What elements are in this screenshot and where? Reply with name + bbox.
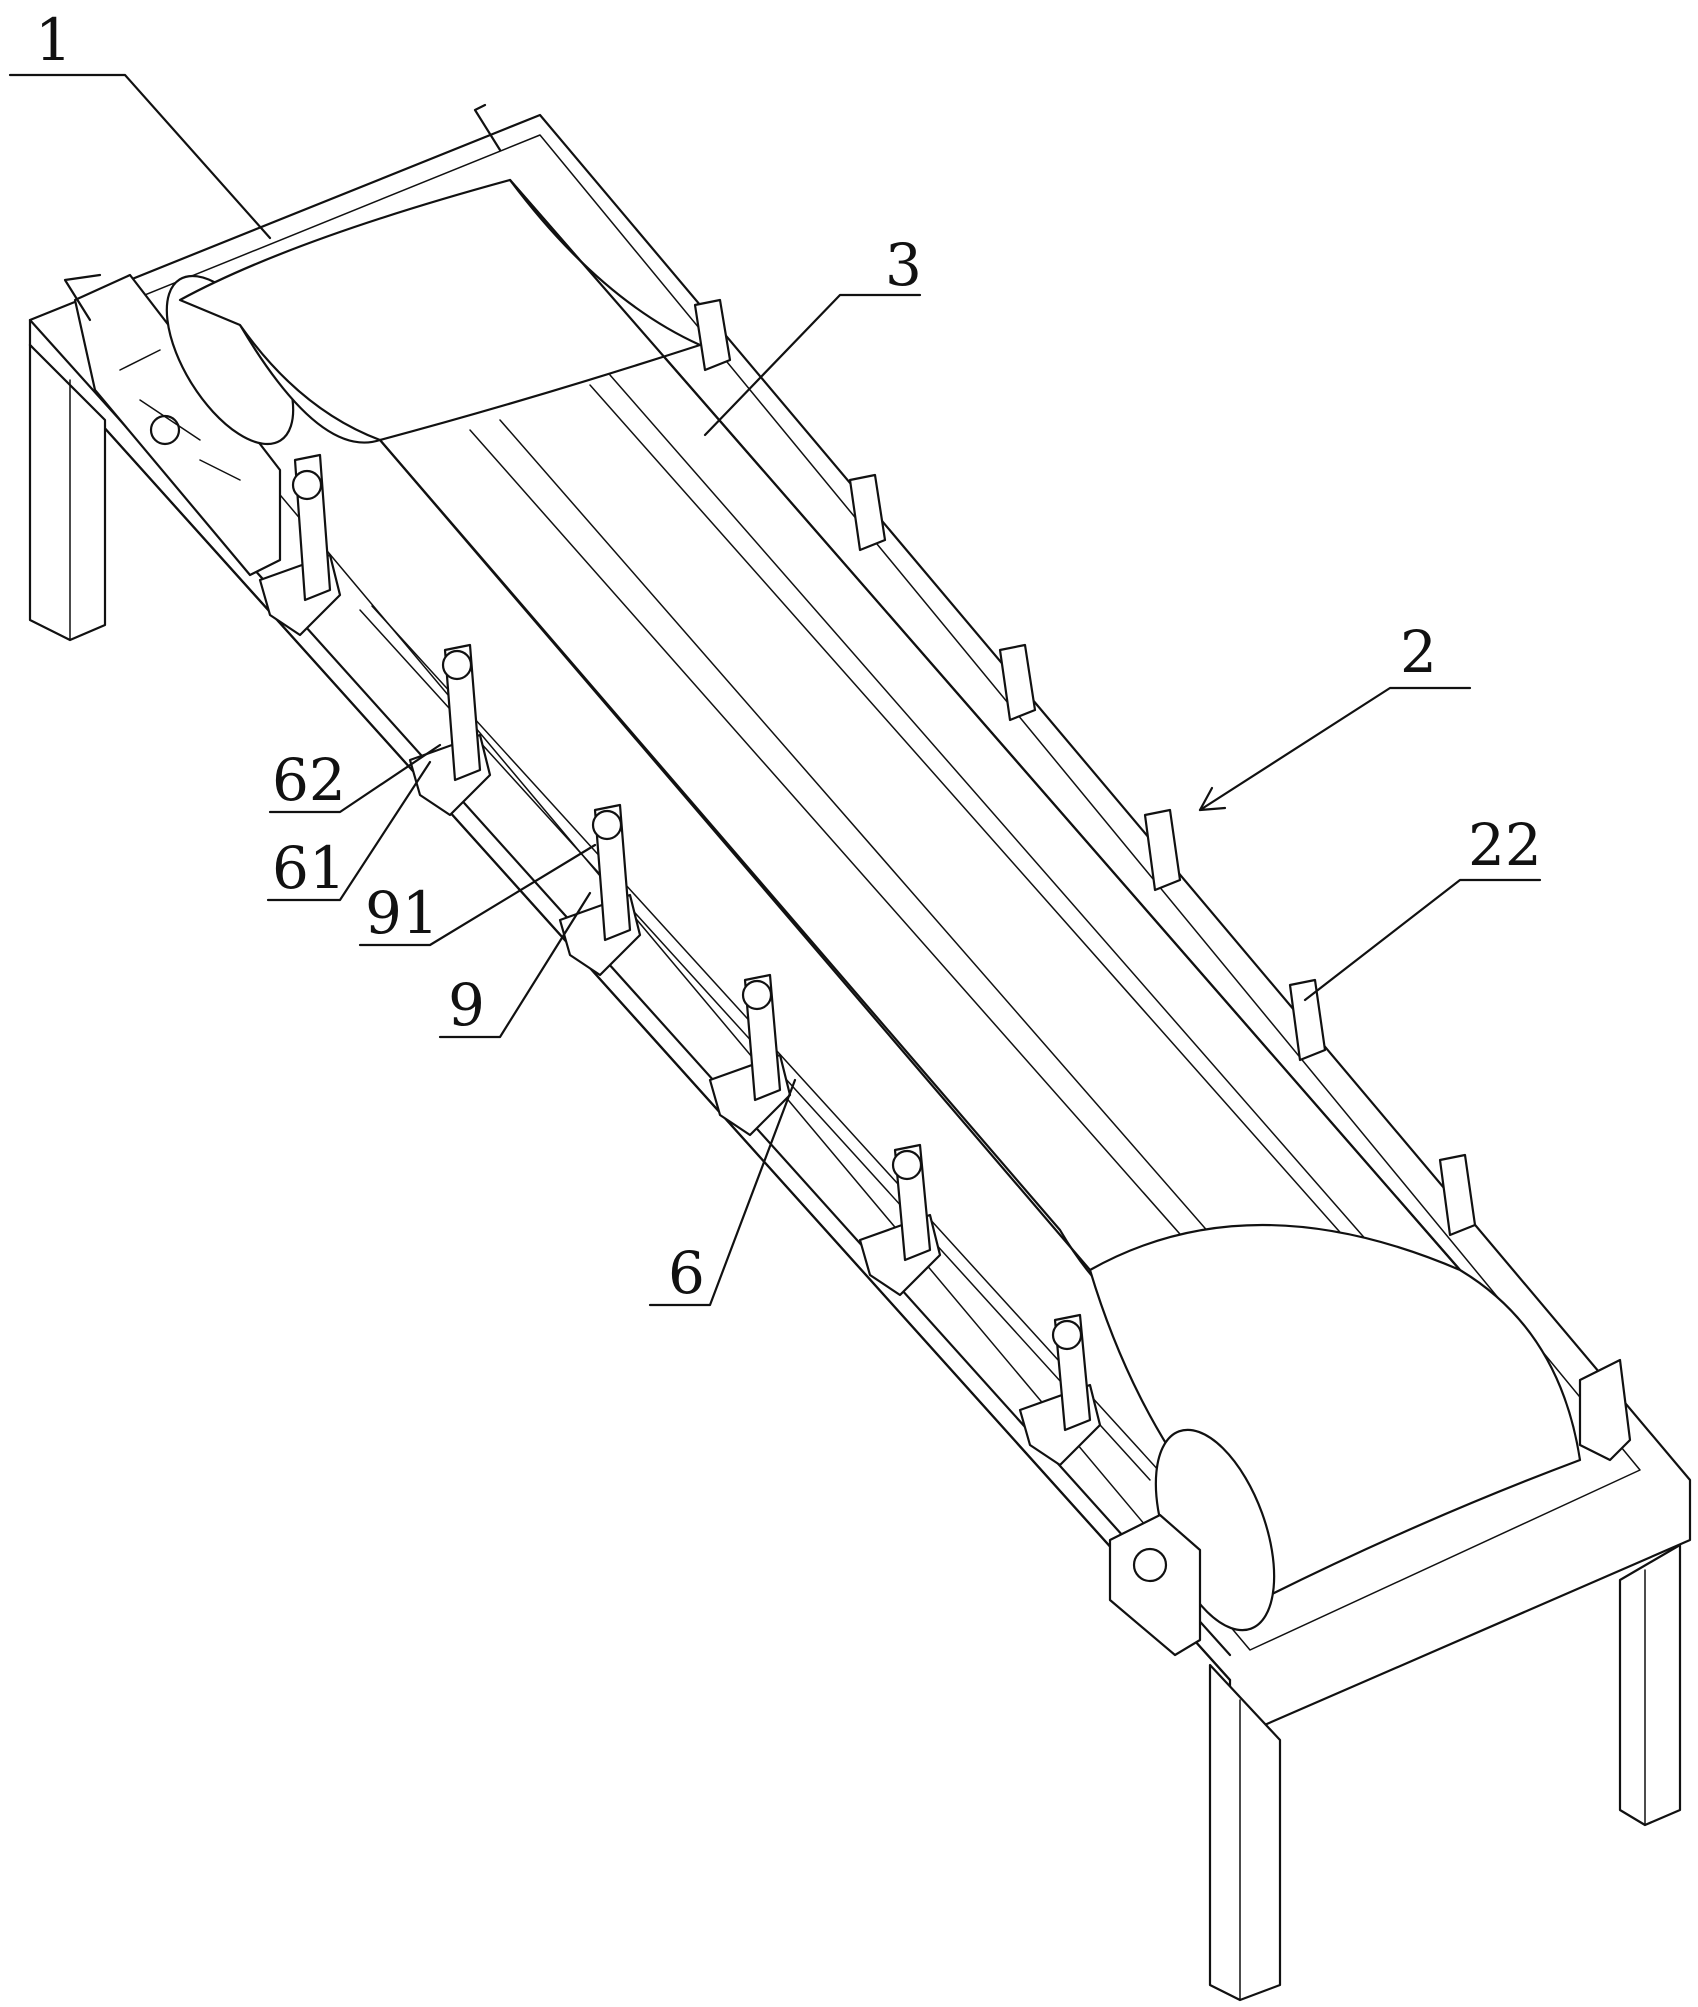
tail-shaft <box>1134 1549 1166 1581</box>
label-6: 6 <box>668 1239 705 1307</box>
label-62: 62 <box>272 746 346 814</box>
leader-22 <box>1305 880 1540 1000</box>
label-22: 22 <box>1468 811 1542 879</box>
label-91: 91 <box>365 879 439 947</box>
leader-1 <box>10 75 270 238</box>
label-61: 61 <box>272 834 346 902</box>
label-2: 2 <box>1400 618 1437 686</box>
label-1: 1 <box>35 6 72 74</box>
label-9: 9 <box>448 971 485 1039</box>
label-3: 3 <box>885 231 922 299</box>
leg-back-right <box>1620 1545 1680 1825</box>
motor-shaft <box>151 416 179 444</box>
leader-2 <box>1200 688 1470 810</box>
